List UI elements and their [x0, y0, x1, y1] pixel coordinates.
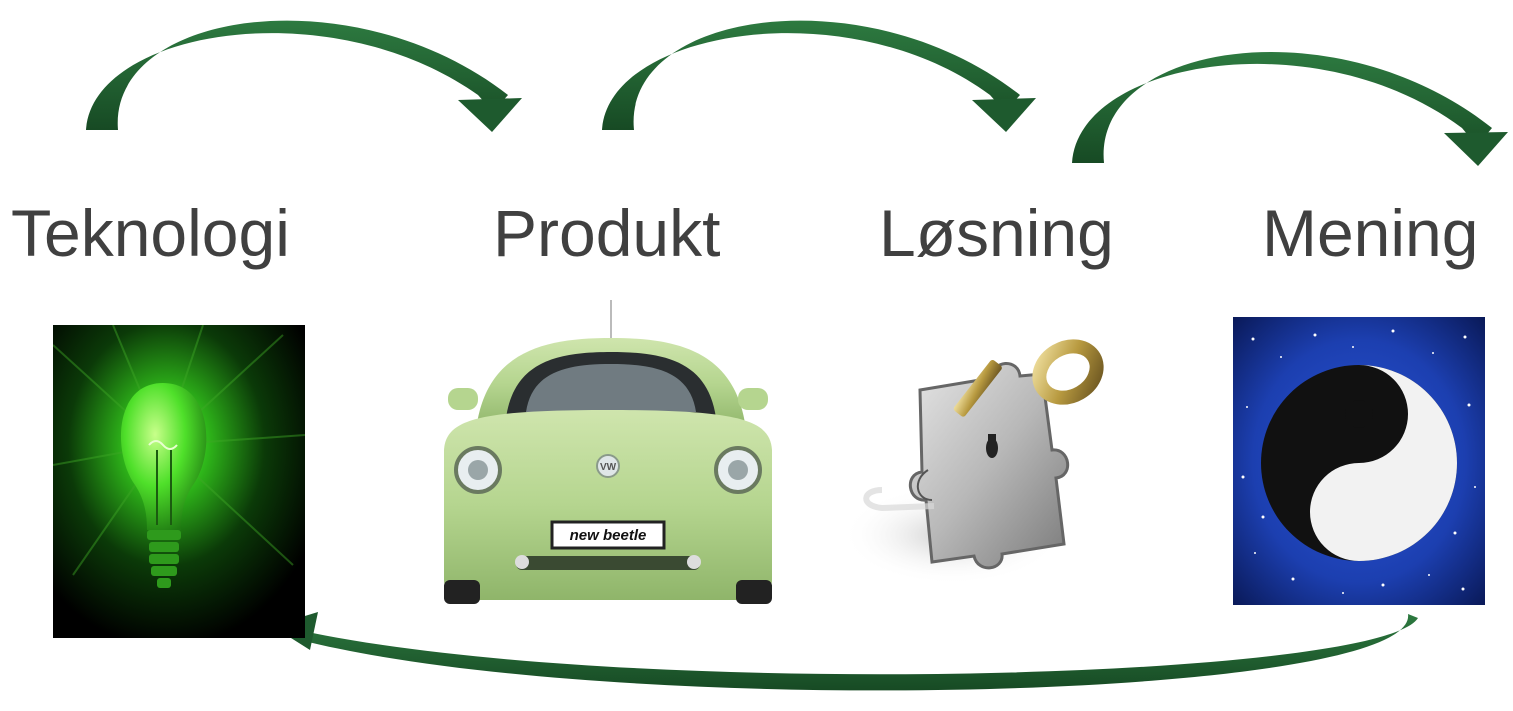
arrow-losning-to-mening — [1072, 52, 1508, 166]
key-puzzle-image — [842, 339, 1104, 585]
car-license-plate: new beetle — [570, 527, 647, 544]
stage-label-losning: Løsning — [879, 196, 1114, 270]
svg-text:VW: VW — [600, 462, 617, 473]
beetle-car-image: VW new beetle — [444, 300, 772, 604]
arrow-produkt-to-losning — [602, 20, 1036, 132]
arrow-teknologi-to-produkt — [86, 20, 522, 132]
arrow-mening-to-teknologi — [272, 612, 1418, 691]
stage-label-mening: Mening — [1262, 196, 1479, 270]
stage-label-teknologi: Teknologi — [11, 196, 290, 270]
stage-label-produkt: Produkt — [493, 196, 721, 270]
yin-yang-image — [1233, 317, 1485, 605]
light-bulb-image — [53, 325, 305, 638]
